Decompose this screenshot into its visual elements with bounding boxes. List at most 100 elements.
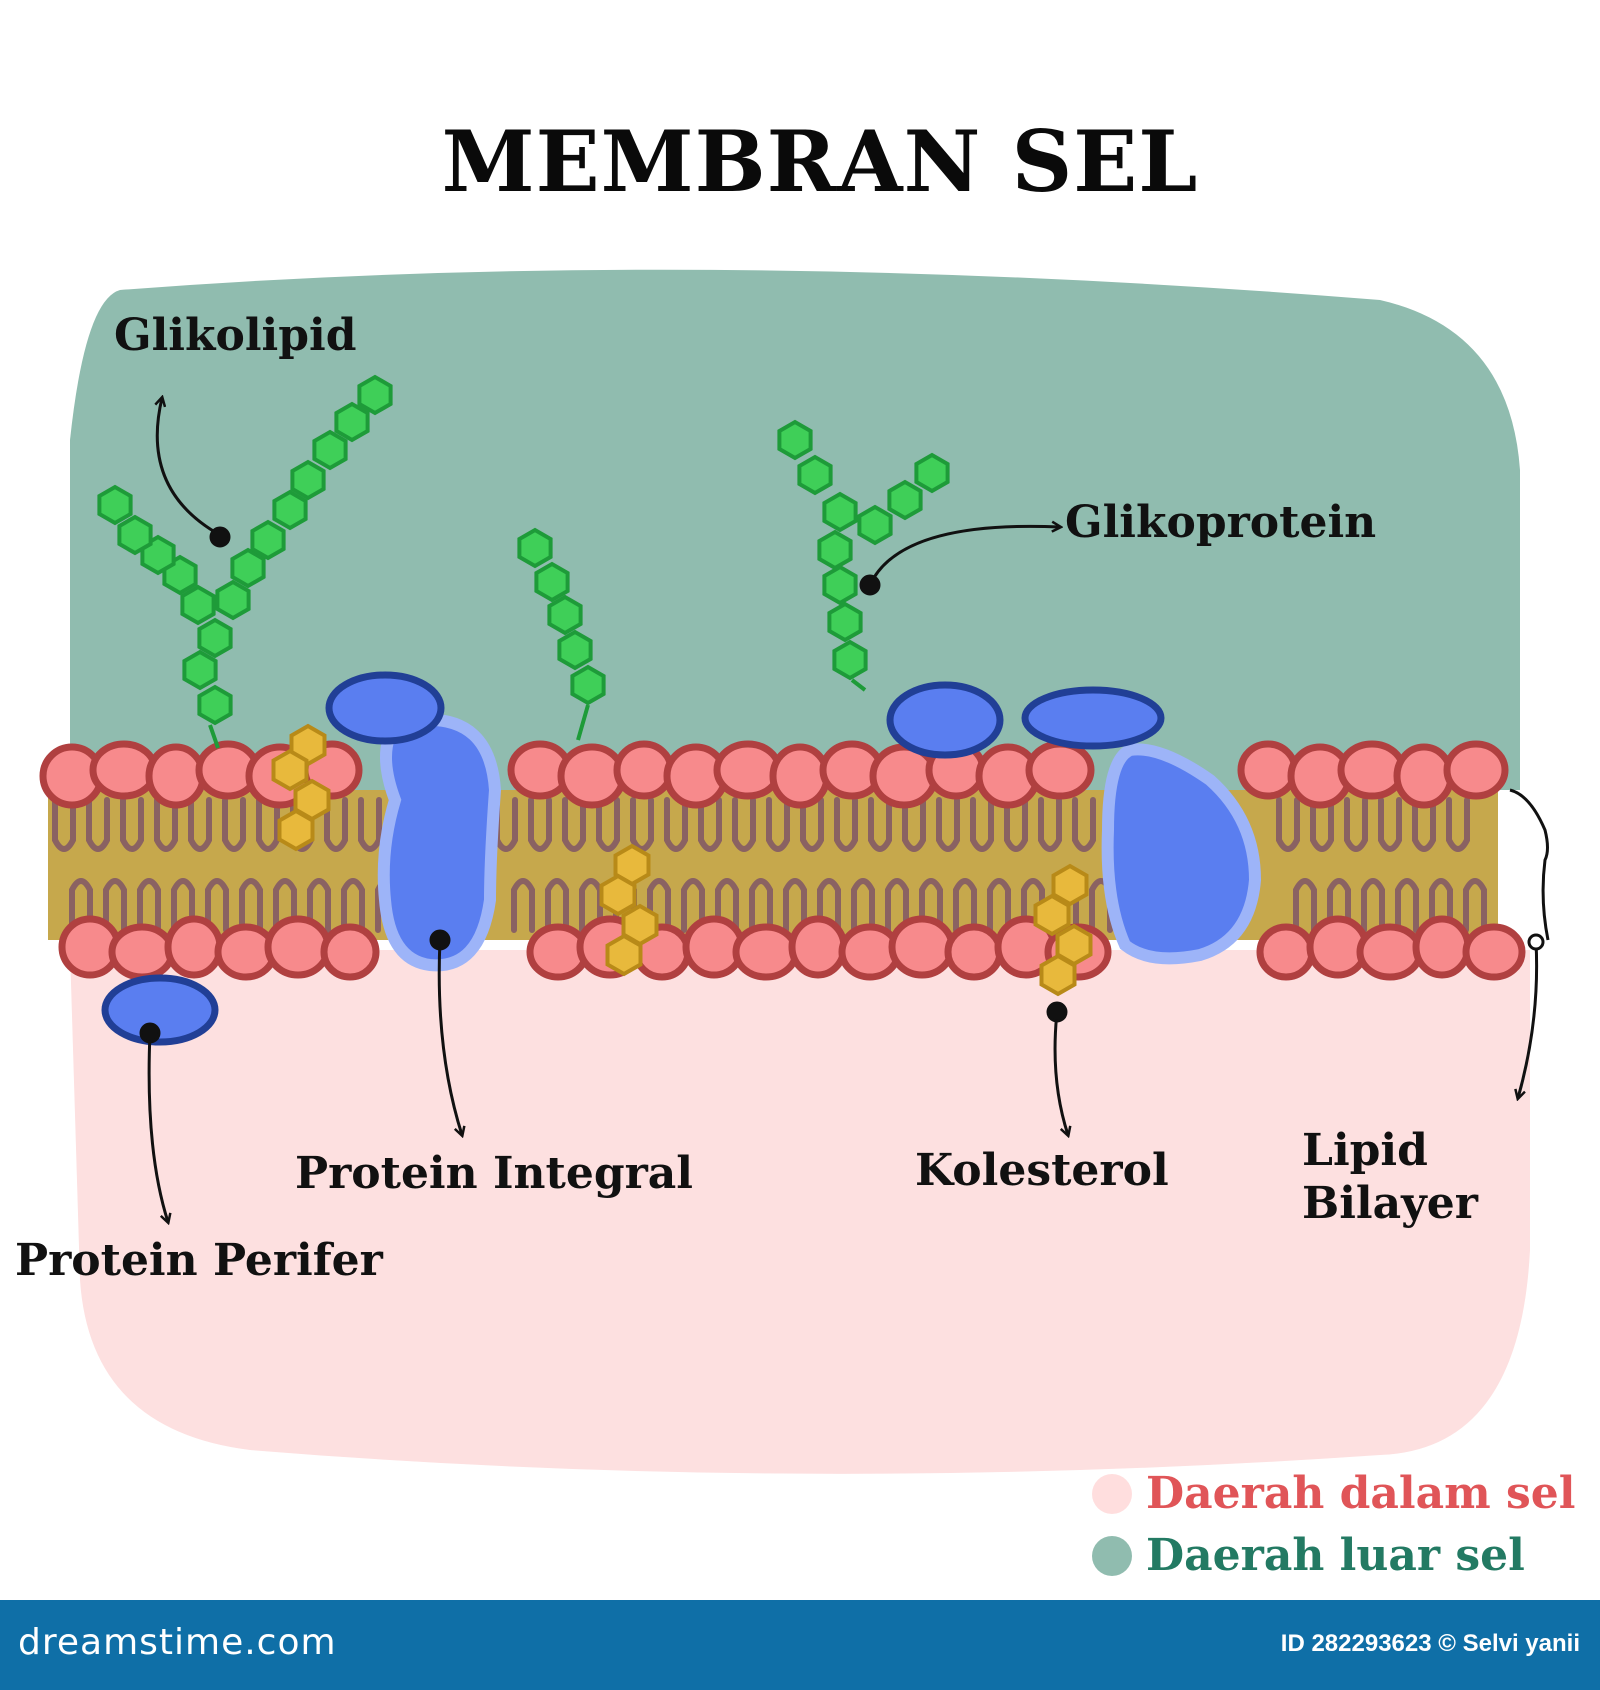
lipid-tail-inner bbox=[749, 878, 773, 933]
lipid-tail-inner bbox=[647, 878, 671, 933]
phospholipid-head bbox=[1443, 740, 1509, 800]
lipid-tail-inner bbox=[545, 878, 569, 933]
label-glikoprotein: Glikoprotein bbox=[1065, 497, 1377, 548]
protein-integral-pointer-dot bbox=[429, 929, 451, 951]
glikolipid-sugar bbox=[570, 664, 606, 706]
glikolipid-sugar bbox=[180, 584, 216, 626]
lipid-tail-inner bbox=[851, 878, 875, 933]
label-protein-perifer: Protein Perifer bbox=[15, 1235, 383, 1286]
phospholipid-head bbox=[264, 915, 332, 979]
lipid-tail-inner bbox=[511, 878, 535, 933]
footer-credit: ID 282293623 © Selvi yanii bbox=[1280, 1630, 1580, 1657]
lipid-tail-inner bbox=[1463, 878, 1487, 933]
lipid-tail-inner bbox=[273, 878, 297, 933]
lipid-tail-outer bbox=[902, 797, 926, 852]
glikoprotein-sugar bbox=[822, 491, 858, 533]
phospholipid-head bbox=[108, 923, 176, 981]
kolesterol-pointer-dot bbox=[1046, 1001, 1068, 1023]
phospholipid-head bbox=[1025, 740, 1095, 800]
glikolipid-sugar bbox=[334, 401, 370, 443]
lipid-tail-inner bbox=[987, 878, 1011, 933]
glikolipid-sugar bbox=[250, 519, 286, 561]
phospholipid-head bbox=[1356, 923, 1424, 981]
phospholipid-head bbox=[145, 743, 207, 809]
label-lipid: Lipid bbox=[1302, 1125, 1428, 1176]
legend-inside-swatch bbox=[1092, 1473, 1132, 1514]
glikolipid-stem bbox=[208, 724, 220, 749]
lipid-tail-outer bbox=[1310, 797, 1334, 852]
lipid-tail-inner bbox=[205, 878, 229, 933]
lipid-tail-inner bbox=[341, 878, 365, 933]
lipid-tail-outer bbox=[324, 797, 348, 852]
lipid-tail-inner bbox=[1327, 878, 1351, 933]
lipid-tail-outer bbox=[630, 797, 654, 852]
lipid-tail-inner bbox=[239, 878, 263, 933]
lipid-tail-inner bbox=[137, 878, 161, 933]
intracellular-region bbox=[70, 950, 1530, 1474]
legend-outside: Daerah luar sel bbox=[1092, 1530, 1525, 1581]
glikolipid-sugar bbox=[182, 649, 218, 691]
protein-perifer-arrow bbox=[147, 1032, 168, 1222]
lipid-tail-outer bbox=[1344, 797, 1368, 852]
peripheral-protein bbox=[101, 974, 219, 1046]
phospholipid-head bbox=[613, 740, 675, 800]
glikolipid-sugar bbox=[272, 489, 308, 531]
cholesterol-ring bbox=[599, 873, 637, 917]
phospholipid-head bbox=[89, 740, 159, 800]
lipid-tail-outer bbox=[1378, 797, 1402, 852]
lipid-bilayer-pointer-dot bbox=[1527, 933, 1545, 951]
phospholipid-head bbox=[1237, 740, 1299, 800]
glikolipid-sugar bbox=[517, 527, 553, 569]
lipid-tail-outer bbox=[698, 797, 722, 852]
lipid-tail-outer bbox=[596, 797, 620, 852]
label-protein-integral: Protein Integral bbox=[295, 1148, 694, 1199]
lipid-tail-outer bbox=[256, 797, 280, 852]
lipid-tail-inner bbox=[307, 878, 331, 933]
glikoprotein-arrow bbox=[868, 526, 1060, 586]
lipid-tail-outer bbox=[188, 797, 212, 852]
lipid-tail-outer bbox=[766, 797, 790, 852]
cholesterol-ring bbox=[1039, 953, 1077, 997]
phospholipid-head bbox=[164, 915, 224, 979]
lipid-tail-outer bbox=[834, 797, 858, 852]
phospholipid-head bbox=[769, 743, 831, 809]
lipid-tail-inner bbox=[1293, 878, 1317, 933]
lipid-tail-outer bbox=[120, 797, 144, 852]
glikolipid-sugar bbox=[547, 594, 583, 636]
lipid-tail-outer bbox=[222, 797, 246, 852]
lipid-bilayer-arrow bbox=[1518, 941, 1539, 1098]
glikolipid-arrow bbox=[157, 398, 221, 537]
lipid-tail-inner bbox=[681, 878, 705, 933]
lipid-tail-inner bbox=[715, 878, 739, 933]
cholesterol-ring bbox=[1033, 893, 1071, 937]
cholesterol-ring bbox=[605, 933, 643, 977]
legend-outside-swatch bbox=[1092, 1535, 1132, 1576]
glikoprotein-sugar bbox=[914, 452, 950, 494]
legend-outside-label: Daerah luar sel bbox=[1146, 1530, 1525, 1581]
footer-bar: dreamstime.com ID 282293623 © Selvi yani… bbox=[0, 1600, 1600, 1690]
lipid-tail-inner bbox=[103, 878, 127, 933]
glikolipid-sugar bbox=[97, 484, 133, 526]
phospholipid-head bbox=[1462, 923, 1526, 981]
carbohydrate-chains bbox=[97, 374, 950, 749]
phospholipid-head bbox=[944, 923, 1004, 981]
phospholipid-head bbox=[788, 915, 848, 979]
lipid-tail-inner bbox=[69, 878, 93, 933]
lipid-tail-inner bbox=[919, 878, 943, 933]
label-glikolipid: Glikolipid bbox=[114, 310, 357, 361]
glikolipid-sugar bbox=[290, 459, 326, 501]
footer-brand: dreamstime.com bbox=[18, 1622, 337, 1663]
glikolipid-sugar bbox=[230, 547, 266, 589]
lipid-tail-inner bbox=[953, 878, 977, 933]
glikoprotein-sugar bbox=[777, 419, 813, 461]
lipid-tail-inner bbox=[885, 878, 909, 933]
membrane-proteins bbox=[101, 671, 1262, 1046]
phospholipid-heads-outer bbox=[39, 740, 1509, 809]
lipid-tail-outer bbox=[936, 797, 960, 852]
integral-protein-right bbox=[1101, 743, 1262, 965]
glikoprotein-sugar bbox=[817, 529, 853, 571]
page-title: MEMBRAN SEL bbox=[441, 112, 1199, 211]
glikoprotein-sugar bbox=[887, 479, 923, 521]
glikolipid-sugar bbox=[215, 579, 251, 621]
legend-inside: Daerah dalam sel bbox=[1092, 1468, 1576, 1519]
